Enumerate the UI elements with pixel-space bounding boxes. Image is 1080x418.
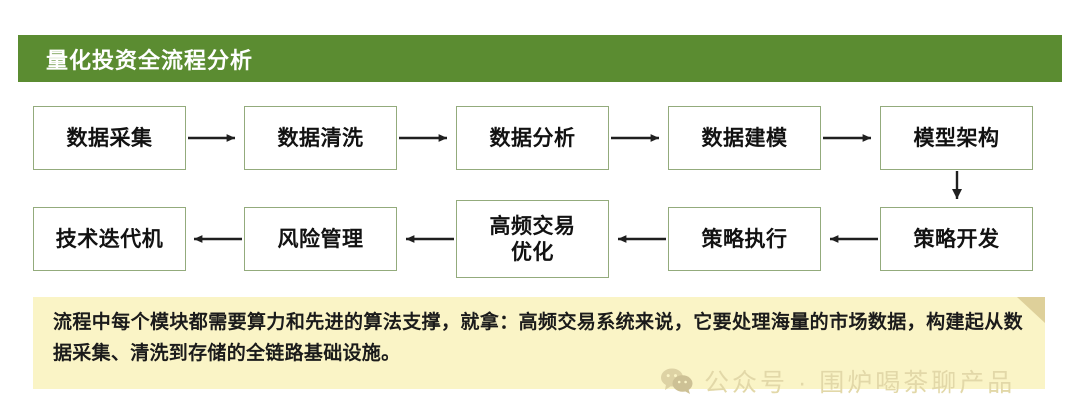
flow-node-label: 技术迭代机 <box>55 226 164 251</box>
watermark: 公众号 · 围炉喝茶聊产品 <box>660 363 1015 399</box>
flow-node-label: 数据采集 <box>66 125 153 150</box>
note-fold-corner <box>1017 297 1045 323</box>
watermark-text: 公众号 · 围炉喝茶聊产品 <box>704 369 1016 397</box>
flow-node-data-collection[interactable]: 数据采集 <box>33 106 186 170</box>
flow-node-label: 策略开发 <box>913 226 1000 251</box>
flow-node-data-modeling[interactable]: 数据建模 <box>668 106 821 170</box>
flow-node-label: 数据清洗 <box>277 125 364 150</box>
flow-node-model-architecture[interactable]: 模型架构 <box>880 106 1033 170</box>
flow-node-data-analysis[interactable]: 数据分析 <box>456 106 609 170</box>
flow-node-label: 模型架构 <box>913 125 1000 150</box>
flow-node-risk-management[interactable]: 风险管理 <box>244 207 397 271</box>
flow-node-label: 高频交易 优化 <box>489 213 576 264</box>
note-text: 流程中每个模块都需要算力和先进的算法支撑，就拿：高频交易系统来说，它要处理海量的… <box>53 312 1023 364</box>
flow-node-tech-iteration[interactable]: 技术迭代机 <box>33 207 186 271</box>
flow-node-hft-optimization[interactable]: 高频交易 优化 <box>456 200 609 278</box>
flow-node-label: 数据建模 <box>701 125 788 150</box>
wechat-icon <box>660 367 694 395</box>
flow-node-label: 风险管理 <box>277 226 364 251</box>
header-banner: 量化投资全流程分析 <box>18 35 1062 82</box>
page-title: 量化投资全流程分析 <box>46 47 254 73</box>
flow-node-label: 数据分析 <box>489 125 576 150</box>
note-panel: 流程中每个模块都需要算力和先进的算法支撑，就拿：高频交易系统来说，它要处理海量的… <box>33 297 1045 389</box>
flow-node-strategy-development[interactable]: 策略开发 <box>880 207 1033 271</box>
flow-node-data-cleaning[interactable]: 数据清洗 <box>244 106 397 170</box>
flow-node-label: 策略执行 <box>701 226 788 251</box>
flow-node-strategy-execution[interactable]: 策略执行 <box>668 207 821 271</box>
